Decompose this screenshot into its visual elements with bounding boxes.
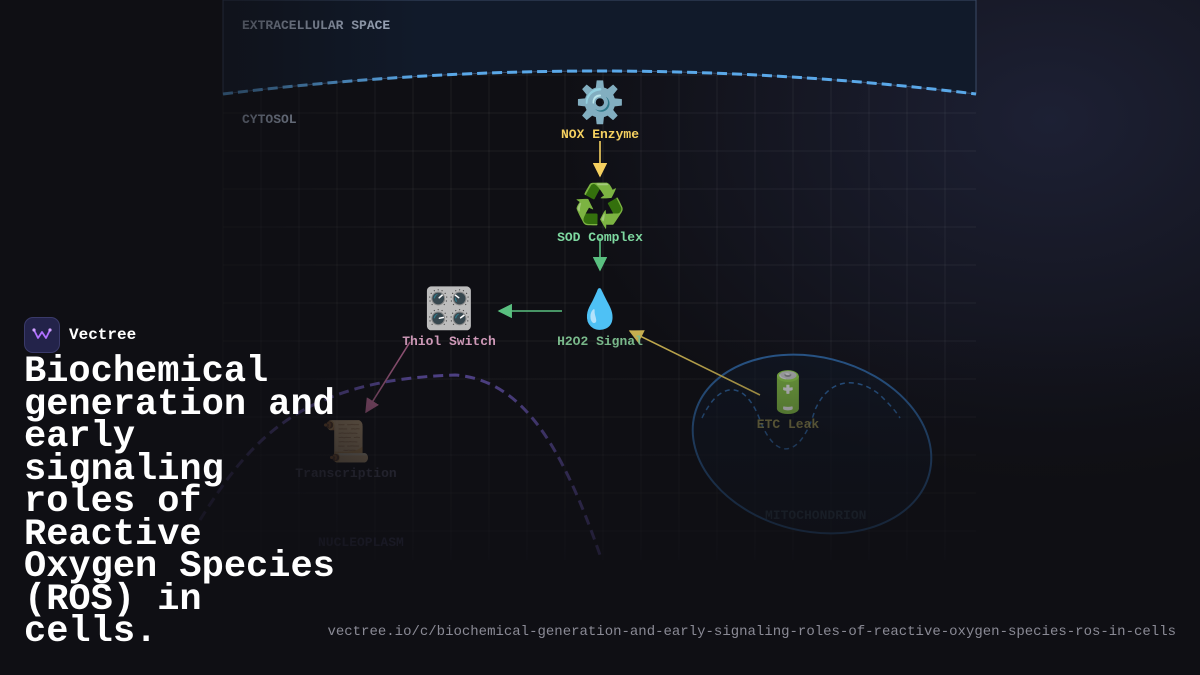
node-nox-enzyme: ⚙️ NOX Enzyme bbox=[561, 79, 639, 142]
mitochondrion-label: MITOCHONDRION bbox=[765, 508, 866, 523]
etc-leak-label: ETC Leak bbox=[757, 417, 820, 432]
node-sod-complex: ♻️ SOD Complex bbox=[557, 181, 643, 245]
battery-icon: 🔋 bbox=[763, 369, 813, 416]
cytosol-label: CYTOSOL bbox=[242, 112, 297, 127]
recycle-icon: ♻️ bbox=[574, 181, 626, 230]
extracellular-label: EXTRACELLULAR SPACE bbox=[242, 18, 390, 33]
brand: Vectree bbox=[24, 317, 136, 353]
gear-icon: ⚙️ bbox=[575, 79, 625, 126]
arrow-thiol-to-transcription bbox=[365, 341, 411, 414]
mitochondrion-outer-membrane bbox=[691, 353, 933, 535]
vectree-logo-icon bbox=[24, 317, 60, 353]
sod-complex-label: SOD Complex bbox=[557, 230, 643, 245]
page-url: vectree.io/c/biochemical-generation-and-… bbox=[327, 624, 1176, 640]
node-h2o2-signal: 💧 H2O2 Signal bbox=[557, 287, 643, 349]
control-knobs-icon: 🎛️ bbox=[424, 285, 474, 332]
droplet-icon: 💧 bbox=[576, 287, 623, 331]
node-thiol-switch: 🎛️ Thiol Switch bbox=[402, 285, 496, 349]
brand-name: Vectree bbox=[69, 326, 137, 344]
thiol-switch-label: Thiol Switch bbox=[402, 334, 496, 349]
nox-enzyme-label: NOX Enzyme bbox=[561, 127, 639, 142]
h2o2-signal-label: H2O2 Signal bbox=[557, 334, 643, 349]
node-etc-leak: 🔋 ETC Leak bbox=[757, 369, 820, 432]
page-title: Biochemical generation and early signali… bbox=[24, 351, 335, 653]
